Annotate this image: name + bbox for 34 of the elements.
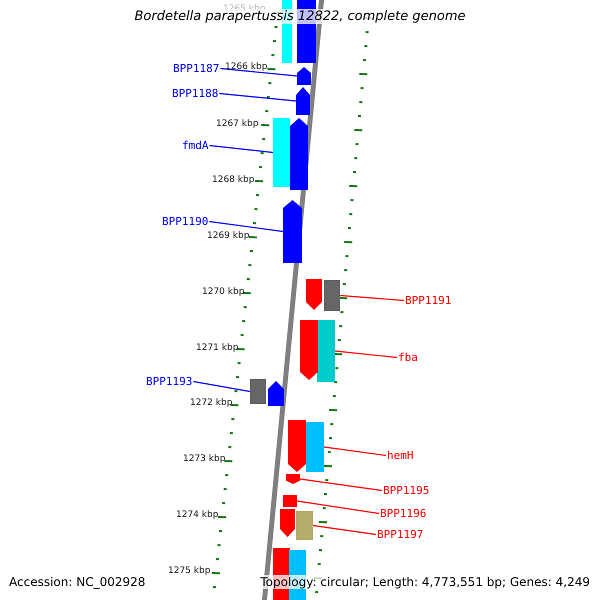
scale-label: 1274 kbp — [176, 510, 218, 521]
gene-label: BPP1196 — [380, 507, 426, 520]
scale-label: 1266 kbp — [225, 62, 268, 73]
gene-label: BPP1195 — [383, 484, 430, 497]
scale-label: 1267 kbp — [216, 119, 258, 130]
leader-line — [209, 144, 274, 154]
gene-label: fba — [398, 351, 418, 364]
leader-line — [220, 68, 298, 77]
scale-label: 1270 kbp — [202, 287, 244, 298]
leader-line — [300, 478, 382, 492]
genome-info-text: Topology: circular; Length: 4,773,551 bp; Genes: 4,249 — [260, 575, 590, 589]
gene-label: fmdA — [182, 139, 208, 152]
gene-label: hemH — [387, 449, 414, 462]
scale-label: 1272 kbp — [190, 398, 232, 409]
scale-label: 1268 kbp — [212, 175, 254, 186]
leader-line — [324, 446, 386, 456]
gene-label: BPP1187 — [173, 62, 220, 75]
gene-label: BPP1197 — [377, 528, 424, 541]
leader-line — [219, 92, 296, 102]
scale-label: 1269 kbp — [207, 231, 250, 242]
leader-line — [296, 500, 380, 514]
leader-line — [209, 220, 284, 232]
gene-label: BPP1190 — [162, 215, 208, 228]
leader-line — [312, 524, 376, 536]
gene-label: BPP1193 — [146, 375, 192, 388]
leader-line — [193, 380, 250, 392]
scale-label: 1271 kbp — [196, 343, 238, 354]
gene-label: BPP1188 — [172, 87, 218, 100]
leader-line — [334, 350, 398, 358]
scale-label: 1273 kbp — [183, 454, 226, 465]
gene-label: BPP1191 — [405, 294, 452, 307]
leader-line — [340, 294, 404, 302]
accession-text: Accession: NC_002928 — [9, 575, 146, 589]
scale-label: 1275 kbp — [168, 566, 210, 577]
